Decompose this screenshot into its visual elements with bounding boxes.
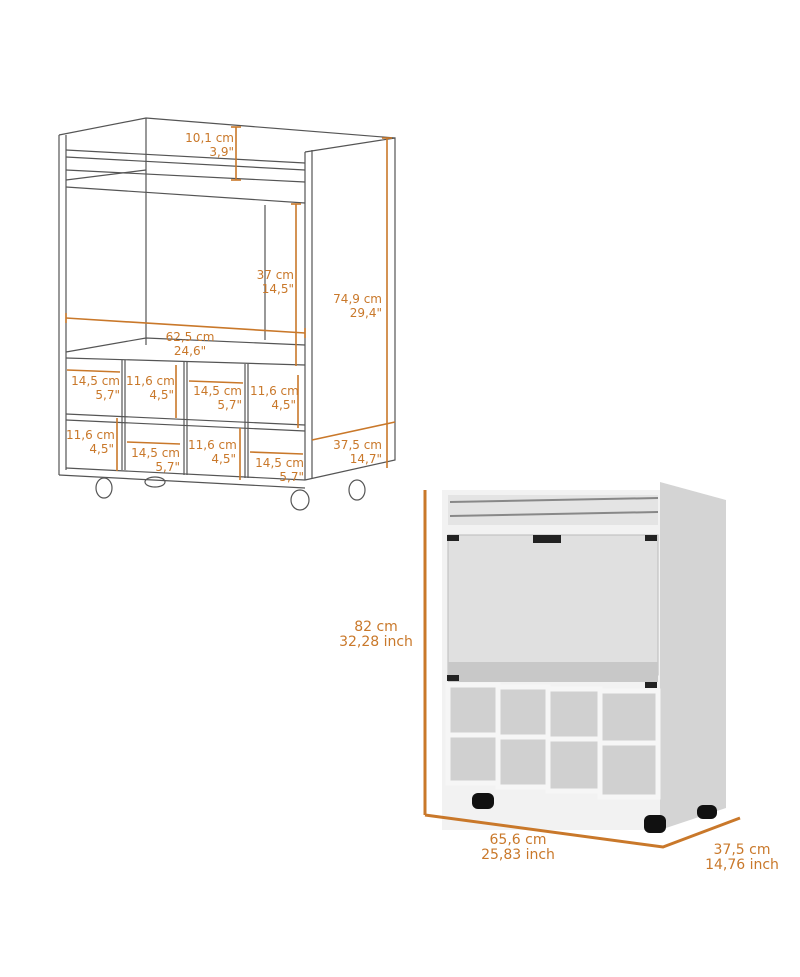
cubby-label: 14,5 cm5,7" (193, 384, 242, 412)
total-height-label: 74,9 cm29,4" (333, 292, 382, 320)
cubby-label: 11,6 cm4,5" (188, 438, 237, 466)
cubby-label: 11,6 cm4,5" (66, 428, 115, 456)
cubby-label: 14,5 cm5,7" (71, 374, 120, 402)
cubby-label: 14,5 cm5,7" (255, 456, 304, 484)
cubby-label: 11,6 cm4,5" (250, 384, 299, 412)
render-width-label: 65,6 cm25,83 inch (481, 832, 555, 863)
cubby-label: 14,5 cm5,7" (131, 446, 180, 474)
inner-width-label: 62,5 cm24,6" (165, 330, 215, 358)
render-height-label: 82 cm32,28 inch (339, 619, 413, 650)
cubby-label: 11,6 cm4,5" (126, 374, 175, 402)
depth-label: 37,5 cm14,7" (333, 438, 382, 466)
top-rail-label: 10,1 cm3,9" (185, 131, 234, 159)
open-height-label: 37 cm14,5" (256, 268, 294, 296)
render-depth-label: 37,5 cm14,76 inch (705, 842, 779, 873)
